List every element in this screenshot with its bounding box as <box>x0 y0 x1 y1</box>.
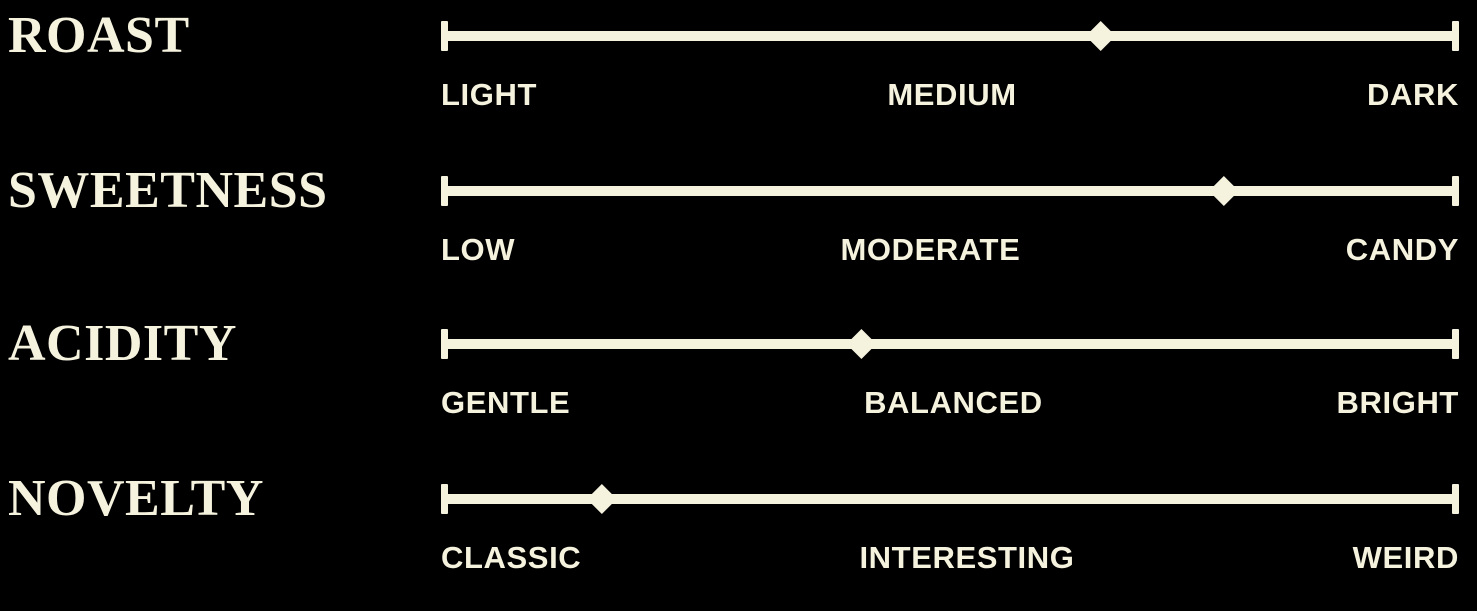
attribute-label-roast: ROAST <box>8 7 190 64</box>
scale-labels-novelty: CLASSIC INTERESTING WEIRD <box>441 537 1459 577</box>
scale-labels-sweetness: LOW MODERATE CANDY <box>441 229 1459 269</box>
track-line <box>441 186 1459 196</box>
track-end-cap-right <box>1452 176 1459 206</box>
track-end-cap-left <box>441 176 448 206</box>
track-end-cap-right <box>1452 329 1459 359</box>
track-end-cap-left <box>441 21 448 51</box>
slider-row-acidity: ACIDITY GENTLE BALANCED BRIGHT <box>0 308 1477 438</box>
scale-label-left: GENTLE <box>441 384 571 420</box>
track-end-cap-right <box>1452 484 1459 514</box>
scale-label-right: WEIRD <box>1352 539 1459 575</box>
track-end-cap-left <box>441 329 448 359</box>
attribute-label-novelty: NOVELTY <box>8 470 264 527</box>
scale-label-left: LIGHT <box>441 76 537 112</box>
track-line <box>441 494 1459 504</box>
slider-track-sweetness[interactable] <box>441 155 1459 227</box>
scale-label-right: DARK <box>1367 76 1459 112</box>
slider-thumb-diamond-icon[interactable] <box>586 484 617 514</box>
track-line <box>441 339 1459 349</box>
scale-label-middle: MODERATE <box>840 231 1021 267</box>
slider-row-sweetness: SWEETNESS LOW MODERATE CANDY <box>0 155 1477 285</box>
slider-row-novelty: NOVELTY CLASSIC INTERESTING WEIRD <box>0 463 1477 593</box>
scale-labels-acidity: GENTLE BALANCED BRIGHT <box>441 382 1459 422</box>
slider-row-roast: ROAST LIGHT MEDIUM DARK <box>0 0 1477 130</box>
scale-label-middle: INTERESTING <box>859 539 1075 575</box>
slider-thumb-diamond-icon[interactable] <box>846 329 877 359</box>
slider-track-roast[interactable] <box>441 0 1459 72</box>
attribute-label-acidity: ACIDITY <box>8 315 237 372</box>
scale-label-middle: MEDIUM <box>887 76 1017 112</box>
track-line <box>441 31 1459 41</box>
scale-labels-roast: LIGHT MEDIUM DARK <box>441 74 1459 114</box>
track-end-cap-left <box>441 484 448 514</box>
slider-thumb-diamond-icon[interactable] <box>1085 21 1116 51</box>
scale-label-middle: BALANCED <box>864 384 1043 420</box>
slider-track-acidity[interactable] <box>441 308 1459 380</box>
slider-track-novelty[interactable] <box>441 463 1459 535</box>
attribute-label-sweetness: SWEETNESS <box>8 162 328 219</box>
slider-thumb-diamond-icon[interactable] <box>1208 176 1239 206</box>
scale-label-left: CLASSIC <box>441 539 582 575</box>
scale-label-right: BRIGHT <box>1336 384 1459 420</box>
scale-label-right: CANDY <box>1345 231 1459 267</box>
scale-label-left: LOW <box>441 231 516 267</box>
track-end-cap-right <box>1452 21 1459 51</box>
